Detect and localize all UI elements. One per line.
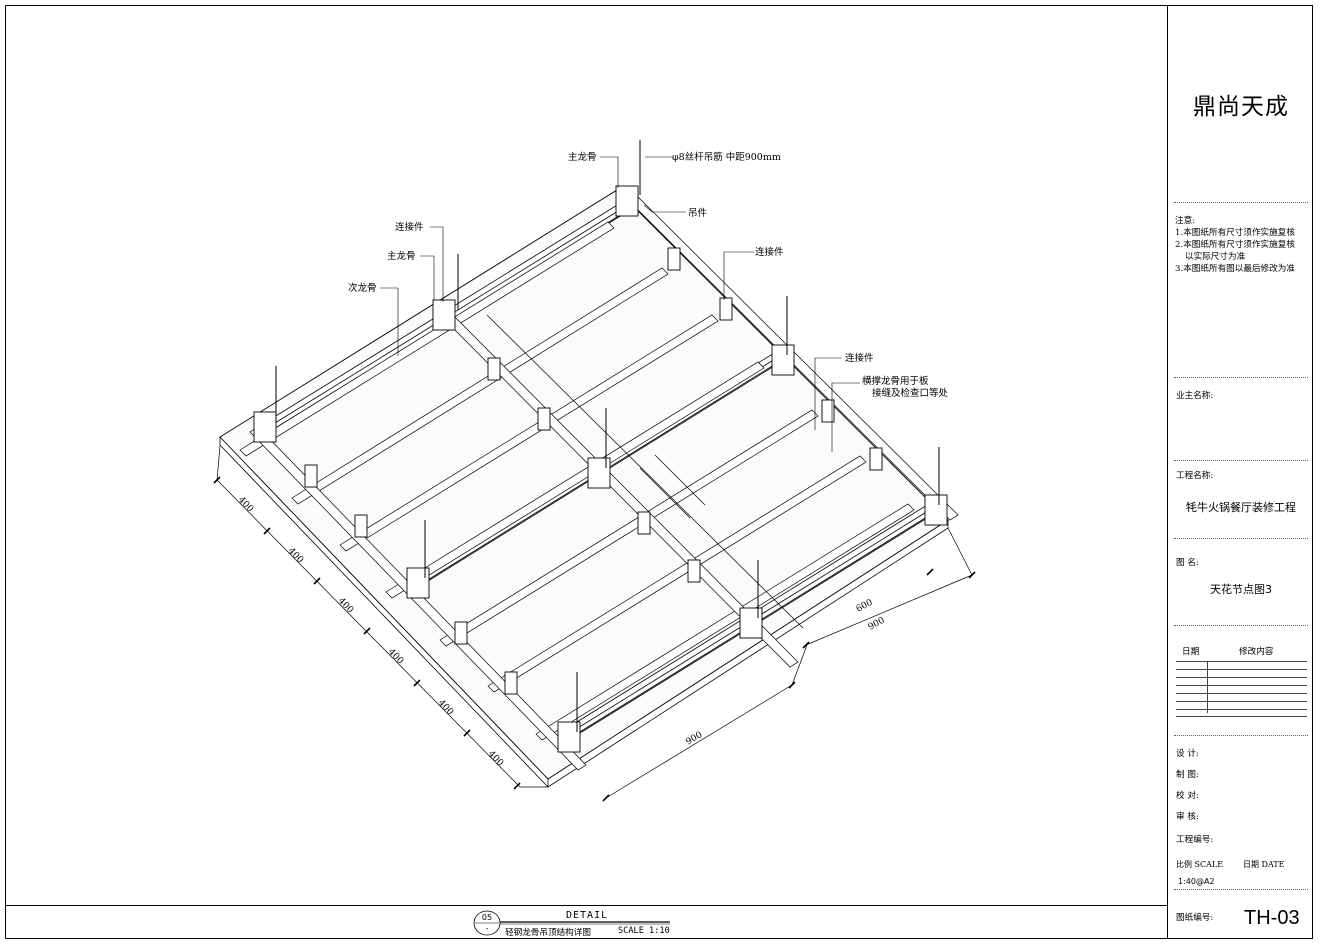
owner-label: 业主名称: bbox=[1176, 391, 1214, 401]
project-label: 工程名称: bbox=[1176, 471, 1214, 481]
dim-right-inner: 600 bbox=[855, 598, 875, 615]
dim-left-3: 400 bbox=[336, 596, 355, 616]
scale-value: 1:40@A2 bbox=[1178, 877, 1215, 886]
notes-block: 注意: 1.本图纸所有尺寸须作实施复核 2.本图纸所有尺寸须作实施复核 以实际尺… bbox=[1175, 215, 1311, 275]
design-label: 设 计: bbox=[1176, 749, 1199, 759]
detail-heading: DETAIL bbox=[566, 910, 609, 921]
company-name: 鼎尚天成 bbox=[1193, 94, 1289, 120]
detail-number-badge: 05 - bbox=[473, 910, 501, 936]
label-rod-note: φ8丝杆吊筋 中距900mm bbox=[672, 151, 781, 163]
detail-scale: SCALE 1:10 bbox=[618, 926, 670, 936]
divider bbox=[1174, 889, 1308, 890]
label-cross-keel-1: 横撑龙骨用于板 bbox=[862, 375, 929, 387]
divider bbox=[1174, 460, 1308, 461]
project-number-label: 工程编号: bbox=[1176, 835, 1214, 845]
title-block: 鼎尚天成 注意: 1.本图纸所有尺寸须作实施复核 2.本图纸所有尺寸须作实施复核… bbox=[1167, 5, 1313, 939]
note-line-4: 3.本图纸所有图以最后修改为准 bbox=[1175, 264, 1295, 274]
note-line-1: 1.本图纸所有尺寸须作实施复核 bbox=[1175, 228, 1295, 238]
detail-number: 05 bbox=[481, 913, 493, 922]
leader-lines bbox=[380, 156, 860, 452]
divider bbox=[1174, 377, 1308, 378]
note-line-3: 以实际尺寸为准 bbox=[1185, 252, 1246, 262]
revision-content-header: 修改内容 bbox=[1239, 647, 1274, 657]
hanger-rods bbox=[275, 140, 940, 732]
date-label: 日期 DATE bbox=[1243, 860, 1285, 869]
dim-left-2: 400 bbox=[286, 546, 305, 566]
label-secondary-keel: 次龙骨 bbox=[348, 282, 377, 294]
note-line-2: 2.本图纸所有尺寸须作实施复核 bbox=[1175, 240, 1295, 250]
label-main-keel-top: 主龙骨 bbox=[568, 151, 597, 163]
divider bbox=[1174, 538, 1308, 539]
dimension-ticks bbox=[213, 476, 976, 802]
drawing-name: 天花节点图3 bbox=[1210, 583, 1272, 596]
dim-left-1: 400 bbox=[236, 495, 255, 515]
dim-bottom: 900 bbox=[684, 730, 704, 748]
label-connector-right: 连接件 bbox=[755, 246, 784, 258]
scale-label: 比例 SCALE bbox=[1176, 860, 1224, 869]
label-main-keel-left: 主龙骨 bbox=[387, 250, 416, 262]
drawing-number: TH-03 bbox=[1244, 907, 1300, 929]
divider bbox=[1174, 202, 1308, 203]
label-connector-right2: 连接件 bbox=[845, 352, 874, 364]
label-cross-keel-2: 接缝及检查口等处 bbox=[872, 387, 949, 399]
divider bbox=[1174, 735, 1308, 736]
label-hanger: 吊件 bbox=[688, 207, 708, 219]
label-connector-left: 连接件 bbox=[395, 221, 424, 233]
connectors bbox=[253, 185, 948, 753]
detail-sub-number: - bbox=[485, 924, 489, 933]
dim-left-5: 400 bbox=[436, 698, 455, 718]
drawing-number-label: 图纸编号: bbox=[1176, 913, 1214, 923]
notes-heading: 注意: bbox=[1175, 216, 1196, 226]
check-label: 校 对: bbox=[1176, 791, 1199, 801]
drawing-label: 图 名: bbox=[1176, 558, 1199, 568]
dim-left-6: 400 bbox=[486, 749, 505, 769]
revision-table: 日期 修改内容 bbox=[1176, 645, 1307, 717]
dim-left-4: 400 bbox=[386, 647, 405, 667]
divider bbox=[1174, 625, 1308, 626]
bottom-title-bar bbox=[5, 905, 1167, 906]
project-name: 牦牛火锅餐厅装修工程 bbox=[1186, 501, 1296, 514]
drawing-frame bbox=[5, 5, 1313, 939]
secondary-keels bbox=[239, 221, 915, 741]
draft-label: 制 图: bbox=[1176, 770, 1199, 780]
detail-name: 轻钢龙骨吊顶结构详图 bbox=[505, 928, 591, 938]
revision-date-header: 日期 bbox=[1182, 647, 1200, 657]
review-label: 审 核: bbox=[1176, 812, 1199, 822]
